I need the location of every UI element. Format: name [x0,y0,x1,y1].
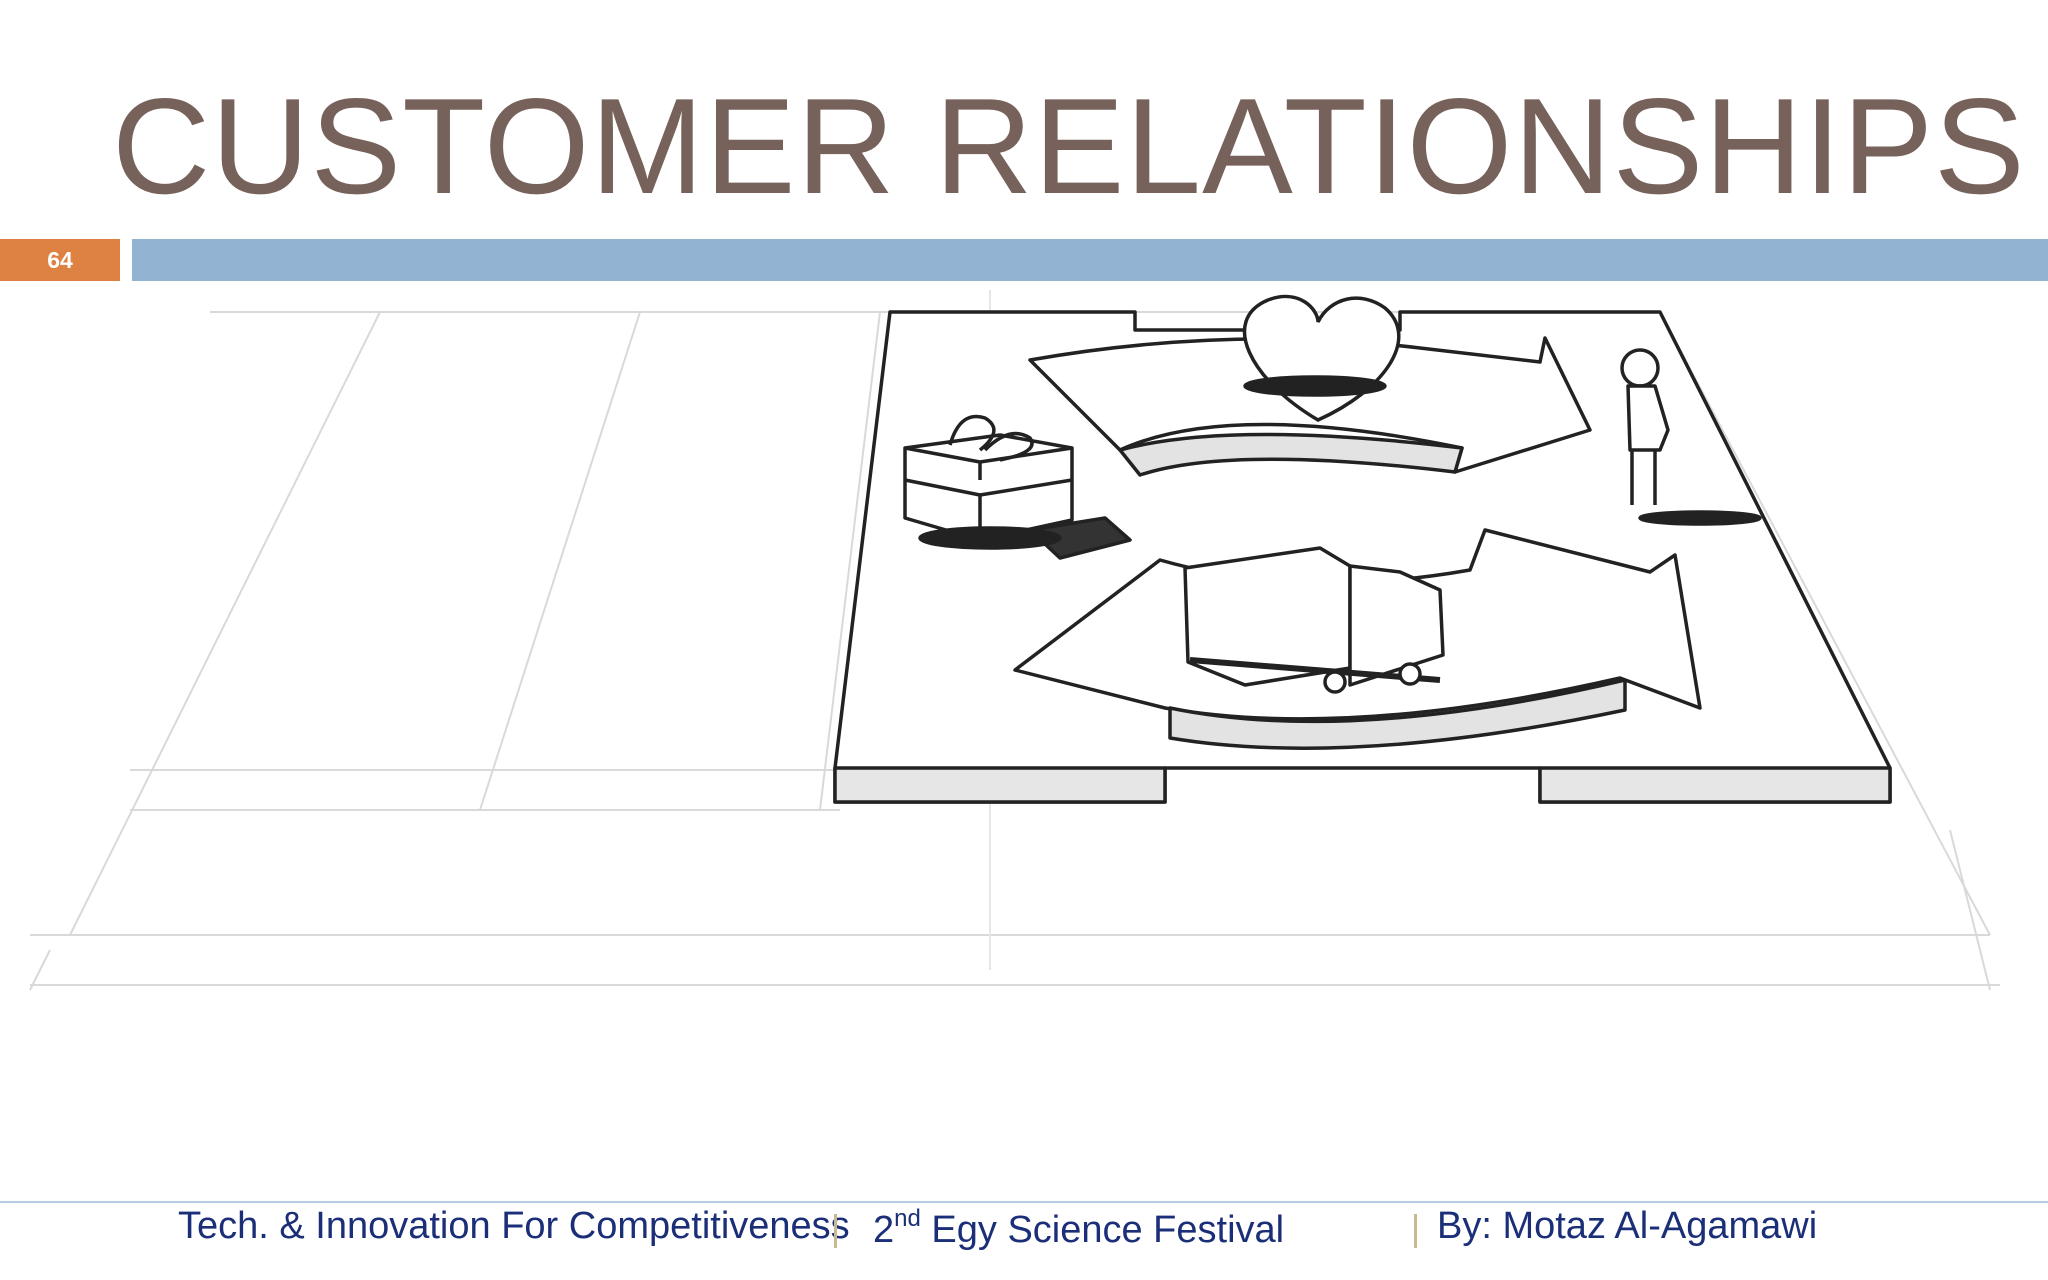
page-number-badge: 64 [0,239,120,281]
faded-canvas-grid [29,290,2000,991]
gift-box-icon [903,414,1132,560]
footer-rule [0,1201,2048,1203]
person-icon [1620,348,1762,526]
truck-icon [1183,546,1445,694]
heart-icon [1242,294,1401,422]
footer-event-name: 2nd Egy Science Festival [873,1205,1285,1251]
footer-separator [834,1214,837,1248]
footer-course-title: Tech. & Innovation For Competitiveness [178,1205,850,1247]
business-model-canvas-sketch [29,290,2000,991]
slide-title: CUSTOMER RELATIONSHIPS [112,70,2026,222]
footer-author: By: Motaz Al-Agamawi [1437,1205,1818,1247]
footer-separator [1414,1214,1417,1248]
title-rule-bar [132,239,2048,281]
